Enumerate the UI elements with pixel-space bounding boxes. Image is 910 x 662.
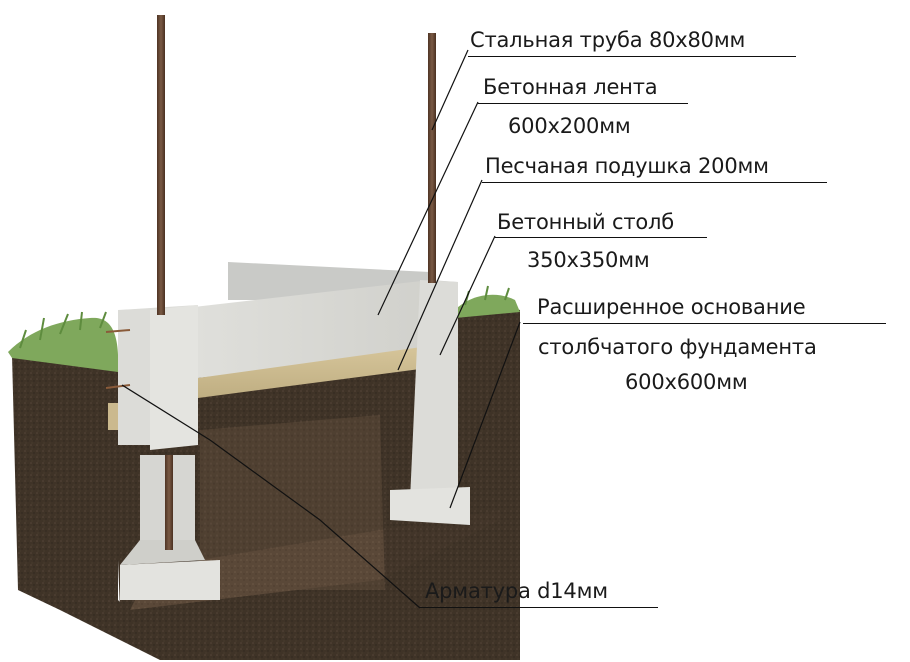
steel-pipe-left bbox=[157, 15, 165, 315]
label-concrete-pillar-2: 350х350мм bbox=[527, 248, 650, 272]
left-pillar bbox=[118, 305, 220, 600]
label-extended-base-2: столбчатого фундамента bbox=[538, 335, 817, 359]
right-pillar bbox=[390, 280, 470, 525]
label-steel-pipe: Стальная труба 80х80мм bbox=[470, 28, 746, 52]
label-sand-cushion: Песчаная подушка 200мм bbox=[485, 154, 769, 178]
leader-lines bbox=[121, 49, 521, 609]
leader-steel-pipe bbox=[468, 56, 796, 57]
leader-rebar bbox=[420, 607, 658, 608]
steel-pipe-right bbox=[428, 33, 436, 283]
grass-left bbox=[8, 311, 119, 372]
sand-cushion bbox=[198, 342, 458, 398]
label-extended-base-1: Расширенное основание bbox=[537, 295, 806, 319]
label-concrete-pillar-1: Бетонный столб bbox=[497, 210, 674, 234]
leader-extended-base bbox=[523, 323, 886, 324]
leader-sand-cushion bbox=[482, 182, 827, 183]
rebar-stubs bbox=[105, 329, 131, 389]
grass-right bbox=[455, 285, 520, 318]
label-extended-base-3: 600х600мм bbox=[625, 370, 748, 394]
steel-pipe-left-lower bbox=[165, 455, 173, 550]
label-concrete-strip-1: Бетонная лента bbox=[483, 75, 658, 99]
label-concrete-strip-2: 600х200мм bbox=[508, 114, 631, 138]
leader-concrete-pillar bbox=[495, 237, 707, 238]
leader-concrete-strip bbox=[478, 103, 688, 104]
label-rebar: Арматура d14мм bbox=[425, 579, 608, 603]
